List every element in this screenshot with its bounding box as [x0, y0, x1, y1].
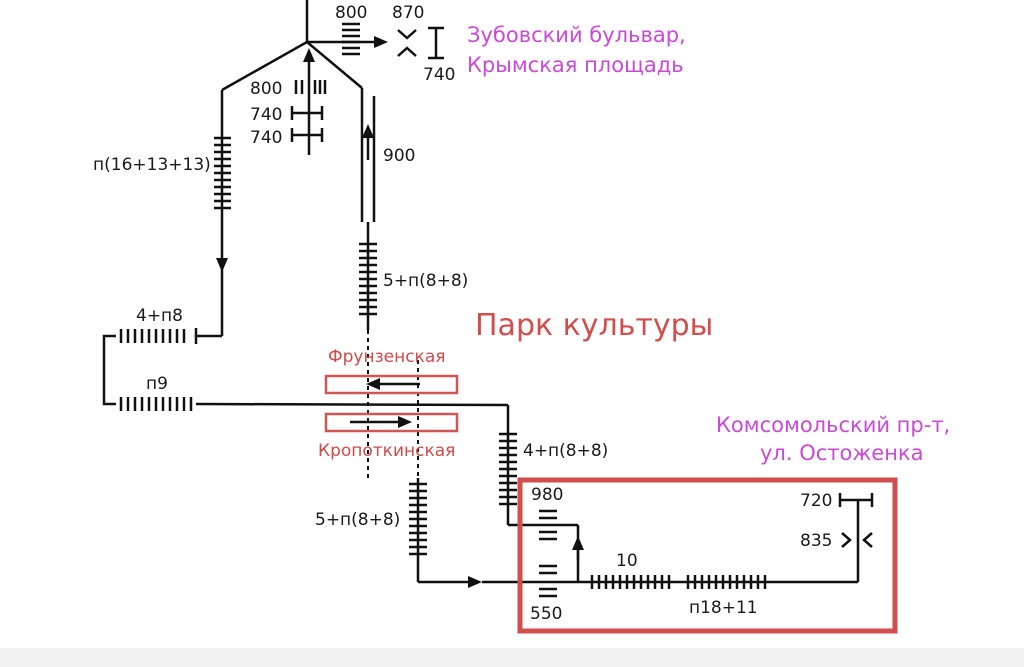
stop-lines-800-left	[294, 80, 327, 94]
arrow-east-lower	[468, 576, 482, 588]
lanes-p18	[686, 575, 767, 589]
stations	[324, 374, 459, 433]
lanes-550	[539, 564, 557, 598]
chevron-870-bottom	[397, 46, 417, 57]
road-to-west	[221, 40, 308, 92]
lanes-4n8	[119, 329, 186, 343]
label-980: 980	[531, 485, 563, 505]
chevron-870-top	[397, 29, 417, 40]
label-p16: п(16+13+13)	[93, 155, 211, 175]
arrow-south-west	[216, 258, 228, 272]
label-740-right: 740	[423, 65, 455, 85]
west-branch	[196, 90, 231, 338]
chevron-835-right	[862, 532, 873, 548]
road-to-south	[306, 41, 363, 89]
label-zubovsky-1: Зубовский бульвар,	[467, 23, 686, 47]
lanes-4p88	[499, 432, 517, 506]
label-5p88-upper: 5+п(8+8)	[383, 271, 468, 291]
label-park: Парк культуры	[475, 308, 713, 343]
label-zubovsky-2: Крымская площадь	[467, 53, 684, 77]
lanes-p16	[214, 136, 231, 210]
arrow-east-top	[374, 36, 388, 48]
label-550: 550	[530, 604, 562, 624]
label-720: 720	[800, 491, 832, 511]
label-10: 10	[616, 551, 638, 571]
label-komsomolsky-1: Комсомольский пр-т,	[716, 413, 950, 437]
lower-central	[409, 478, 580, 588]
arrow-west-station	[366, 378, 380, 390]
lanes-5p88-upper	[359, 242, 377, 316]
top-junction	[221, 0, 444, 155]
label-kropotkinskaya: Кропоткинская	[318, 441, 455, 461]
label-5p88-lower: 5+п(8+8)	[315, 510, 400, 530]
stop-lines-800-top	[342, 22, 360, 56]
arrow-north-900	[362, 124, 374, 138]
station-frunzenskaya	[324, 374, 459, 395]
lanes-5p88-lower	[409, 482, 427, 556]
label-740-b: 740	[250, 128, 282, 148]
central-axis	[359, 88, 419, 480]
station-kropotkinskaya	[324, 412, 459, 433]
lanes-p9	[119, 397, 193, 411]
arrow-north-junction	[303, 48, 315, 62]
left-loop	[102, 328, 510, 430]
label-frunzenskaya: Фрунзенская	[328, 347, 445, 367]
traffic-scheme: Зубовский бульвар, Крымская площадь Парк…	[93, 0, 950, 634]
label-p18: п18+11	[689, 598, 758, 618]
label-4n8: 4+п8	[136, 306, 183, 326]
label-komsomolsky-2: ул. Остоженка	[760, 441, 923, 465]
label-p9: п9	[146, 374, 168, 394]
arrow-east-station	[398, 416, 412, 428]
chevron-835-left	[841, 532, 852, 548]
label-800-top: 800	[335, 3, 367, 23]
label-4p88: 4+п(8+8)	[523, 441, 608, 461]
komsomolsky-zone	[517, 477, 898, 634]
label-800-left: 800	[250, 79, 282, 99]
bottom-strip	[0, 648, 1024, 667]
label-740-a: 740	[250, 105, 282, 125]
label-835: 835	[800, 531, 832, 551]
label-870: 870	[392, 3, 424, 23]
komsomolsky-frame	[517, 477, 898, 634]
arrow-north-right	[572, 536, 584, 550]
lanes-980	[539, 509, 557, 541]
label-900: 900	[383, 146, 415, 166]
